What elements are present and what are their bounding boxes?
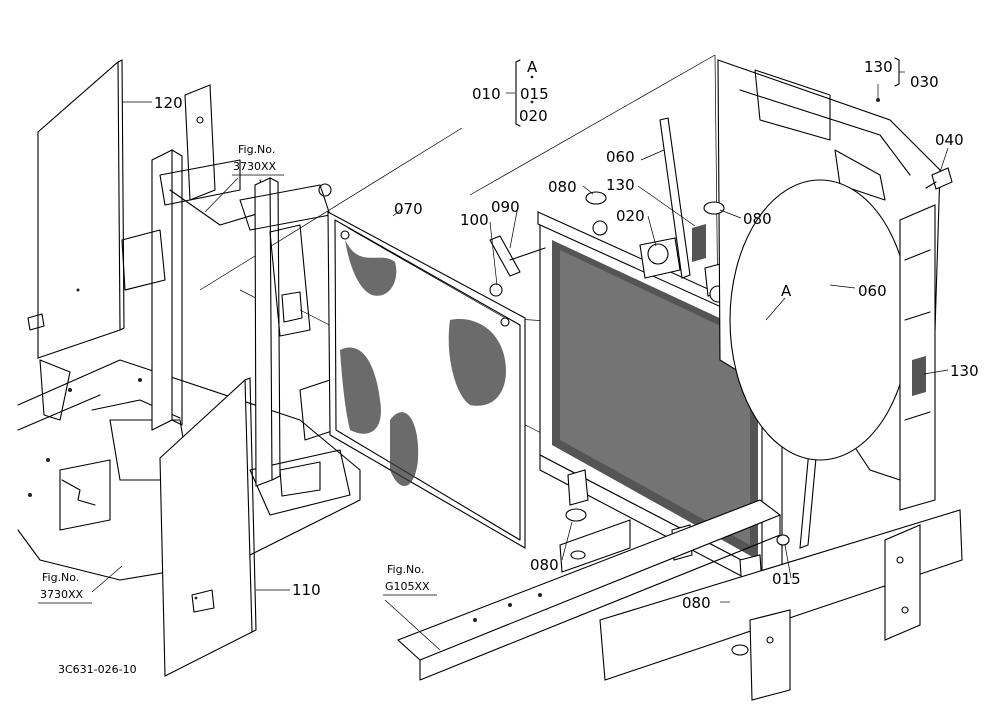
part-label-130: 130 — [864, 58, 893, 76]
figure-ref-frame: Fig.No. G105XX — [383, 563, 437, 596]
fig-no-label: Fig.No. — [387, 563, 424, 576]
bolt-040 — [925, 167, 953, 190]
part-label-015: 015 — [772, 570, 801, 588]
part-label-080: 080 — [548, 178, 577, 196]
part-label-110: 110 — [292, 581, 321, 599]
drawing-id: 3C631-026-10 — [58, 663, 137, 676]
side-panel-110 — [159, 377, 257, 677]
part-label-040: 040 — [935, 131, 964, 149]
part-label-060: 060 — [858, 282, 887, 300]
part-label-A: A — [781, 282, 792, 300]
group-bracket-030 — [894, 57, 905, 87]
fig-ref-number: 3730XX — [233, 160, 277, 173]
part-label-010: 010 — [472, 85, 501, 103]
side-cover-120 — [27, 59, 125, 359]
fig-ref-number: G105XX — [385, 580, 430, 593]
part-label-015: 015 — [520, 85, 549, 103]
part-label-020: 020 — [616, 207, 645, 225]
radiator-screen-070 — [327, 211, 526, 549]
group-bracket-010 — [515, 59, 534, 127]
part-label-080: 080 — [530, 556, 559, 574]
part-label-090: 090 — [491, 198, 520, 216]
part-label-020: 020 — [519, 107, 548, 125]
fig-no-label: Fig.No. — [42, 571, 79, 584]
leader-lines — [91, 84, 949, 651]
part-label-100: 100 — [460, 211, 489, 229]
part-label-080: 080 — [743, 210, 772, 228]
fan-shroud — [692, 59, 941, 511]
part-label-120: 120 — [154, 94, 183, 112]
fig-ref-number: 3730XX — [40, 588, 84, 601]
radiator-core — [537, 211, 783, 591]
figure-ref-upper: Fig.No. 3730XX — [232, 143, 284, 176]
fig-no-label: Fig.No. — [238, 143, 275, 156]
bracket-090 — [489, 235, 546, 297]
part-label-080: 080 — [682, 594, 711, 612]
part-label-130: 130 — [950, 362, 979, 380]
main-frame-rail — [396, 499, 963, 701]
figure-ref-lower-left: Fig.No. 3730XX — [38, 571, 92, 604]
part-label-130: 130 — [606, 176, 635, 194]
part-label-030: 030 — [910, 73, 939, 91]
part-label-A: A — [527, 58, 538, 76]
part-label-070: 070 — [394, 200, 423, 218]
part-label-060: 060 — [606, 148, 635, 166]
